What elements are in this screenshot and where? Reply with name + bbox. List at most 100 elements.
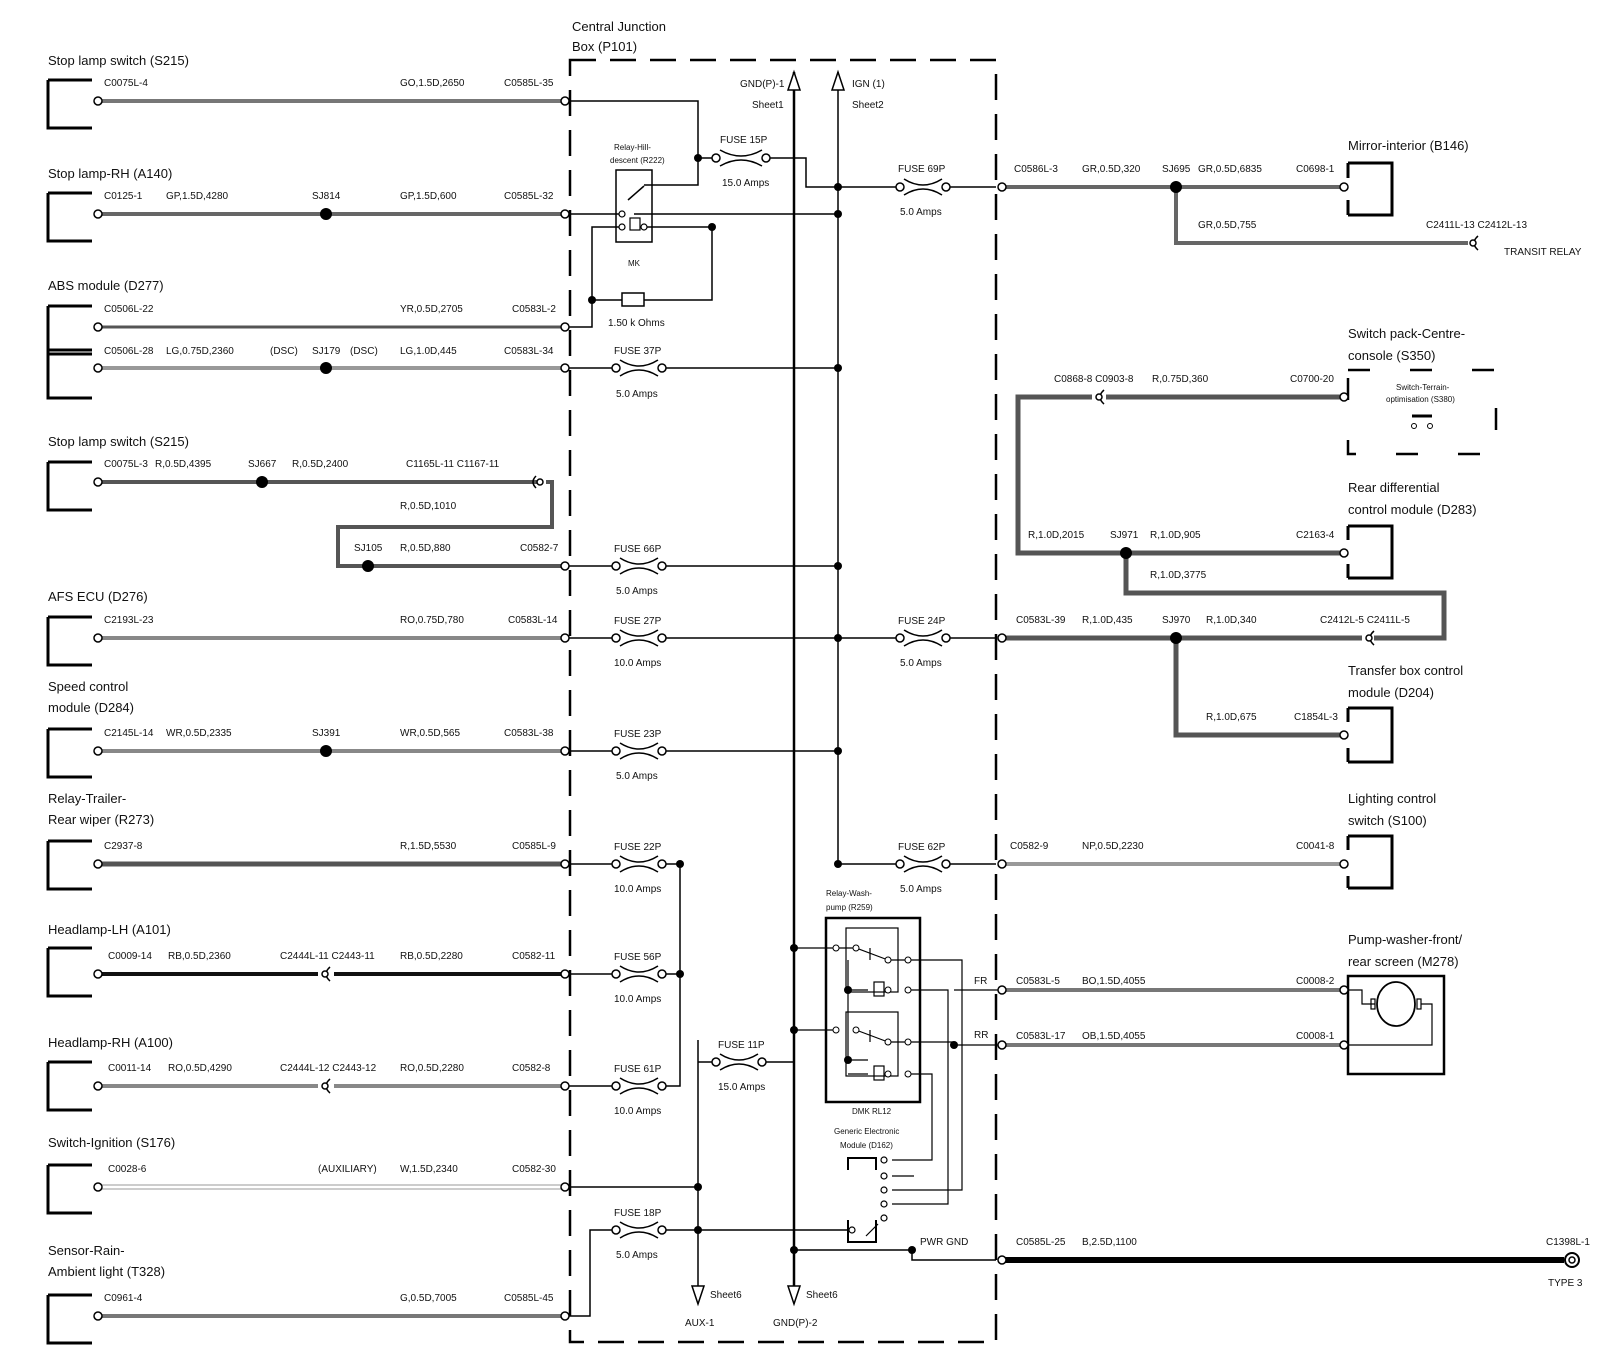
wire-connector-label: C0011-14	[108, 1063, 152, 1074]
wire-spec-label: RO,0.75D,780	[400, 615, 464, 626]
splice-node	[320, 362, 332, 374]
left-component-label: AFS ECU (D276)	[48, 589, 148, 604]
fuse-rating: 5.0 Amps	[900, 658, 942, 669]
wire-connector-label: C0961-4	[104, 1293, 143, 1304]
dsc-label: (DSC)	[350, 346, 378, 357]
splice-node	[1120, 547, 1132, 559]
gnd-top-sheet: Sheet1	[752, 100, 784, 111]
splice-label: SJ105	[354, 543, 383, 554]
fuse-rating: 5.0 Amps	[616, 1250, 658, 1261]
rr-label: RR	[974, 1030, 988, 1041]
inline-connector-label: C0868-8 C0903-8	[1054, 374, 1134, 385]
gnd-bottom-label: GND(P)-2	[773, 1318, 818, 1329]
wire-spec-label: GP,1.5D,4280	[166, 191, 229, 202]
left-component-box	[46, 946, 94, 998]
splice-label: SJ971	[1110, 530, 1139, 541]
wire-spec-label: RO,0.5D,2280	[400, 1063, 464, 1074]
wire-spec-label: GP,1.5D,600	[400, 191, 457, 202]
splice-label: SJ970	[1162, 615, 1191, 626]
left-component-label: Stop lamp switch (S215)	[48, 53, 189, 68]
wire-box-connector: C0583L-5	[1016, 976, 1060, 987]
wire-box-connector: C0585L-9	[512, 841, 556, 852]
inline-connector-icon	[532, 475, 537, 489]
left-component-label: Relay-Trailer-	[48, 791, 126, 806]
motor-icon	[1376, 981, 1416, 1027]
splice-label: SJ179	[312, 346, 341, 357]
wire-spec-label: R,0.5D,880	[400, 543, 451, 554]
wire-box-connector: C0582-8	[512, 1063, 551, 1074]
wire-box-connector: C0583L-39	[1016, 615, 1066, 626]
left-component-label: Headlamp-RH (A100)	[48, 1035, 173, 1050]
inline-connector-label: C2444L-11 C2443-11	[280, 951, 375, 962]
splice-label: SJ695	[1162, 164, 1191, 175]
fuse-rating: 10.0 Amps	[614, 658, 661, 669]
wire-box-connector: C0583L-38	[504, 728, 554, 739]
fuse-label: FUSE 37P	[614, 346, 662, 357]
wire-spec-label: RB,0.5D,2360	[168, 951, 231, 962]
relay-wash-label-1: Relay-Wash-	[826, 889, 872, 898]
right-component-label: switch (S100)	[1348, 813, 1427, 828]
fuse-label: FUSE 23P	[614, 729, 662, 740]
wire-spec-label: R,1.0D,905	[1150, 530, 1201, 541]
wire-box-connector: C0585L-32	[504, 191, 554, 202]
wire-connector-label: C2193L-23	[104, 615, 154, 626]
fuse-rating: 15.0 Amps	[722, 178, 769, 189]
junction-dots	[588, 154, 958, 1254]
wire-connector-label: C2145L-14	[104, 728, 154, 739]
wire-connector-label: C0075L-3	[104, 459, 148, 470]
fuse-label: FUSE 69P	[898, 164, 946, 175]
fuses: FUSE 15P 15.0 Amps FUSE 37P 5.0 Amps FUS…	[611, 135, 951, 1261]
fuse-label: FUSE 61P	[614, 1064, 662, 1075]
fuse-label: FUSE 18P	[614, 1208, 662, 1219]
left-component-label: Stop lamp switch (S215)	[48, 434, 189, 449]
central-junction-box: Central Junction Box (P101)	[568, 19, 998, 1344]
wire-spec-label: WR,0.5D,565	[400, 728, 460, 739]
switch-terrain-label-1: Switch-Terrain-	[1396, 383, 1450, 392]
pwr-gnd-label: PWR GND	[920, 1237, 968, 1248]
left-component-label: Switch-Ignition (S176)	[48, 1135, 175, 1150]
left-component-box	[46, 615, 94, 667]
internal-wiring	[569, 100, 996, 1317]
wire-spec-label: LG,0.75D,2360	[166, 346, 234, 357]
wire-connector-label: C0008-2	[1296, 976, 1335, 987]
fuse-label: FUSE 11P	[718, 1040, 765, 1051]
ign-top-sheet: Sheet2	[852, 100, 884, 111]
splice-label: SJ814	[312, 191, 341, 202]
inline-connector-label: C2412L-5 C2411L-5	[1320, 615, 1410, 626]
right-component-label: control module (D283)	[1348, 502, 1477, 517]
splice-label: SJ667	[248, 459, 277, 470]
fuse-rating: 5.0 Amps	[900, 884, 942, 895]
wire-box-connector: C0585L-35	[504, 78, 554, 89]
left-component-label: ABS module (D277)	[48, 278, 164, 293]
splice-node	[1170, 632, 1182, 644]
transit-relay-label: TRANSIT RELAY	[1504, 247, 1582, 258]
fuse-rating: 10.0 Amps	[614, 994, 661, 1005]
right-components: Mirror-interior (B146) Switch pack-Centr…	[1342, 138, 1498, 1076]
right-component-label: Rear differential	[1348, 480, 1440, 495]
relay-hill-mk: MK	[628, 259, 641, 268]
wire-spec-label: R,1.0D,435	[1082, 615, 1133, 626]
gem-label-1: Generic Electronic	[834, 1127, 899, 1136]
fuse-label: FUSE 24P	[898, 616, 946, 627]
wire-spec-label: RB,0.5D,2280	[400, 951, 463, 962]
wire-connector-label: C0700-20	[1290, 374, 1334, 385]
aux-bottom-sheet: Sheet6	[710, 1290, 742, 1301]
fuse-rating: 5.0 Amps	[900, 207, 942, 218]
wire-connector-label: C0008-1	[1296, 1031, 1335, 1042]
wire-spec-label: R,0.5D,2400	[292, 459, 349, 470]
wire-spec-label: GR,0.5D,755	[1198, 220, 1257, 231]
wire-connector-label: C0009-14	[108, 951, 152, 962]
inline-connector-label: C2444L-12 C2443-12	[280, 1063, 377, 1074]
gnd-top-label: GND(P)-1	[740, 79, 785, 90]
wire-box-connector: C0583L-2	[512, 304, 556, 315]
wire-spec-label: R,1.0D,3775	[1150, 570, 1207, 581]
fuse-rating: 15.0 Amps	[718, 1082, 765, 1093]
splice-label: SJ391	[312, 728, 341, 739]
wire-spec-label: NP,0.5D,2230	[1082, 841, 1144, 852]
wire-spec-label: R,1.5D,5530	[400, 841, 457, 852]
relay-hill-descent: Relay-Hill- descent (R222) MK 1.50 k Ohm…	[608, 143, 665, 329]
left-component-box	[46, 191, 94, 243]
central-box-title-2: Box (P101)	[572, 39, 637, 54]
wire-spec-label: WR,0.5D,2335	[166, 728, 232, 739]
fuse-label: FUSE 22P	[614, 842, 662, 853]
